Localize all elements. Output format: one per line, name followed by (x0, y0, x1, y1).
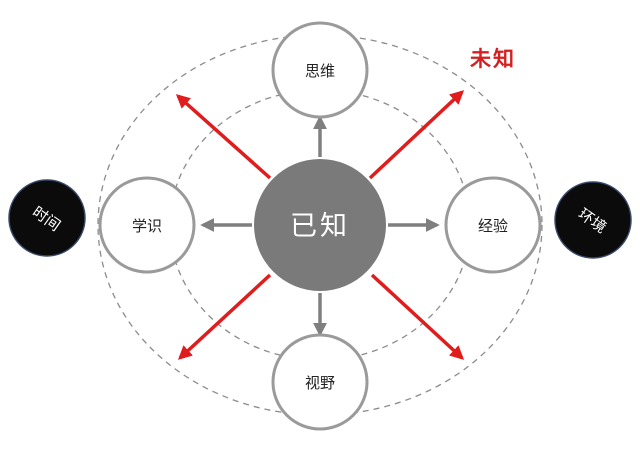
node-left: 学识 (98, 176, 196, 274)
node-bottom: 视野 (271, 333, 369, 431)
node-right-label: 经验 (478, 217, 508, 235)
red-arrow-top-right (368, 90, 465, 180)
center-node: 已知 (254, 159, 386, 291)
red-arrow-bottom-left (177, 273, 272, 360)
node-bottom-label: 视野 (305, 374, 335, 392)
red-arrow-top-left (175, 94, 272, 180)
outside-node-right: 环境 (554, 181, 632, 259)
outside-node-left: 时间 (8, 179, 86, 257)
center-node-label: 已知 (290, 211, 350, 242)
red-arrow-bottom-right (370, 273, 465, 360)
node-top-label: 思维 (305, 62, 335, 80)
unknown-label: 未知 (470, 46, 516, 71)
node-right: 经验 (444, 176, 542, 274)
node-left-label: 学识 (132, 217, 162, 235)
node-top: 思维 (271, 21, 369, 119)
